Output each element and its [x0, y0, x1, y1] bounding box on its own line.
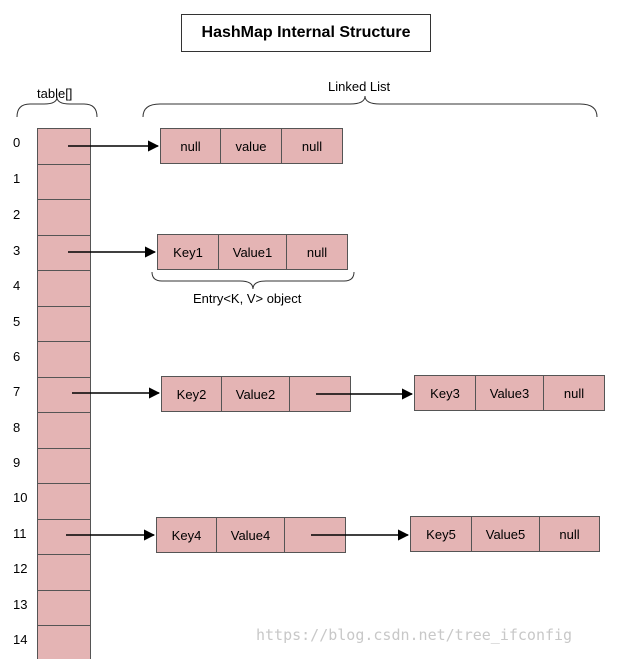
- entry-object-brace: [151, 271, 355, 290]
- diagram-title: HashMap Internal Structure: [181, 14, 431, 52]
- entry-object-label: Entry<K, V> object: [193, 291, 302, 306]
- bucket-9: [38, 447, 90, 483]
- index-1: 1: [13, 171, 21, 186]
- linked-list-label: Linked List: [328, 79, 391, 94]
- bucket-5: [38, 305, 90, 341]
- node-value-cell: Value5: [472, 517, 540, 551]
- node-value-cell: Value3: [476, 376, 544, 410]
- index-13: 13: [13, 597, 28, 612]
- node-key-cell: Key5: [411, 517, 472, 551]
- table-brace: [16, 96, 98, 118]
- bucket-6: [38, 341, 90, 377]
- node-key-cell: Key4: [157, 518, 217, 552]
- bucket-7: [38, 376, 90, 412]
- index-10: 10: [13, 490, 28, 505]
- bucket-4: [38, 270, 90, 306]
- watermark-text: https://blog.csdn.net/tree_ifconfig: [256, 626, 573, 644]
- index-9: 9: [13, 455, 21, 470]
- node-next-cell: null: [306, 244, 328, 260]
- index-7: 7: [13, 384, 21, 399]
- bucket-14: [38, 625, 90, 659]
- node-key-cell: null: [161, 129, 221, 163]
- node-next-cell: null: [301, 138, 323, 154]
- node-value-cell: Value1: [219, 235, 287, 269]
- index-2: 2: [13, 207, 21, 222]
- bucket-0: [38, 128, 90, 164]
- index-4: 4: [13, 278, 21, 293]
- node-key-cell: Key2: [162, 377, 222, 411]
- bucket-12: [38, 554, 90, 590]
- bucket-13: [38, 589, 90, 625]
- node-value-cell: value: [221, 129, 282, 163]
- bucket-2: [38, 199, 90, 235]
- entry-node-bucket-11: Key4 Value4: [156, 517, 346, 553]
- index-5: 5: [13, 314, 21, 329]
- node-key-cell: Key3: [415, 376, 476, 410]
- index-0: 0: [13, 135, 21, 150]
- entry-node-bucket-11-second: Key5 Value5 null: [410, 516, 600, 552]
- node-value-cell: Value2: [222, 377, 290, 411]
- index-3: 3: [13, 243, 21, 258]
- entry-node-bucket-3: Key1 Value1 null: [157, 234, 348, 270]
- bucket-10: [38, 483, 90, 519]
- entry-node-bucket-0: null value null: [160, 128, 343, 164]
- node-next-cell: null: [563, 385, 585, 401]
- index-14: 14: [13, 632, 28, 647]
- entry-node-bucket-7-second: Key3 Value3 null: [414, 375, 605, 411]
- linked-list-brace: [142, 95, 598, 118]
- index-8: 8: [13, 420, 21, 435]
- bucket-8: [38, 412, 90, 448]
- table-label: table[]: [37, 86, 73, 101]
- bucket-11: [38, 518, 90, 554]
- node-key-cell: Key1: [158, 235, 219, 269]
- node-value-cell: Value4: [217, 518, 285, 552]
- bucket-1: [38, 163, 90, 199]
- index-11: 11: [13, 526, 27, 541]
- index-12: 12: [13, 561, 28, 576]
- index-6: 6: [13, 349, 21, 364]
- node-next-cell: null: [559, 526, 580, 542]
